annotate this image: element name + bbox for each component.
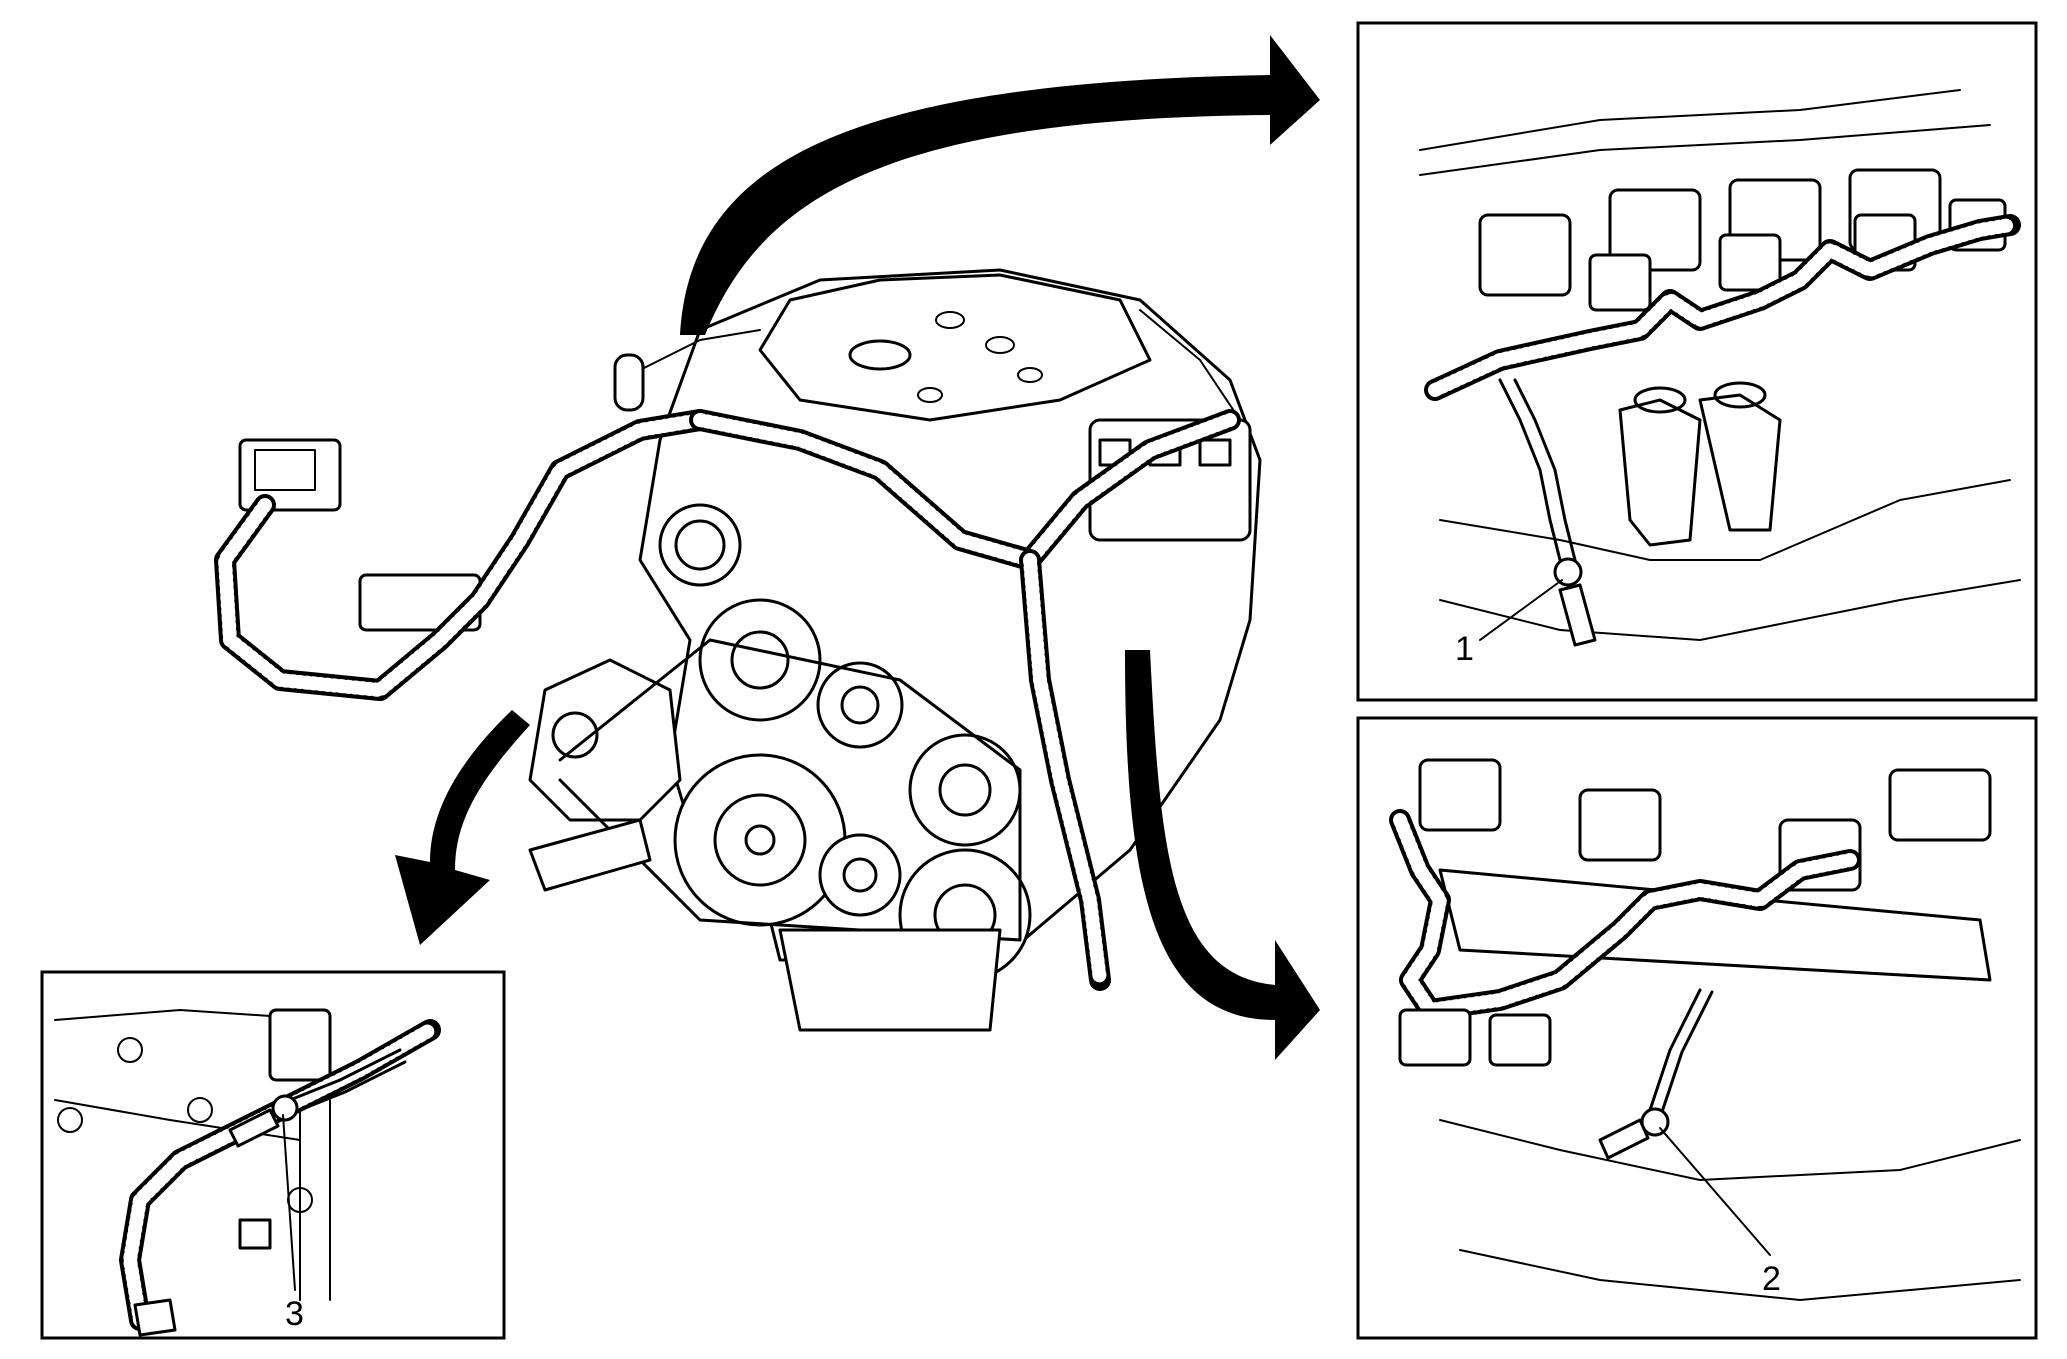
arrow-lower-left — [395, 710, 530, 945]
callout-label-2: 2 — [1762, 1260, 1781, 1298]
engine-main-illustration — [214, 268, 1262, 1032]
pointer-arrows — [395, 35, 1320, 1060]
leader-line-3 — [282, 1114, 296, 1291]
leader-line-1 — [1479, 579, 1563, 641]
inset-bottom-left: 3 — [40, 970, 506, 1340]
inset-bottom-right: 2 — [1356, 716, 2038, 1340]
inset-top-right: 1 — [1356, 21, 2038, 702]
arrow-top-right — [680, 35, 1320, 335]
arrow-lower-right — [1125, 650, 1320, 1060]
callout-label-3: 3 — [285, 1295, 304, 1333]
callout-label-1: 1 — [1455, 630, 1474, 668]
leader-line-2 — [1659, 1127, 1771, 1256]
